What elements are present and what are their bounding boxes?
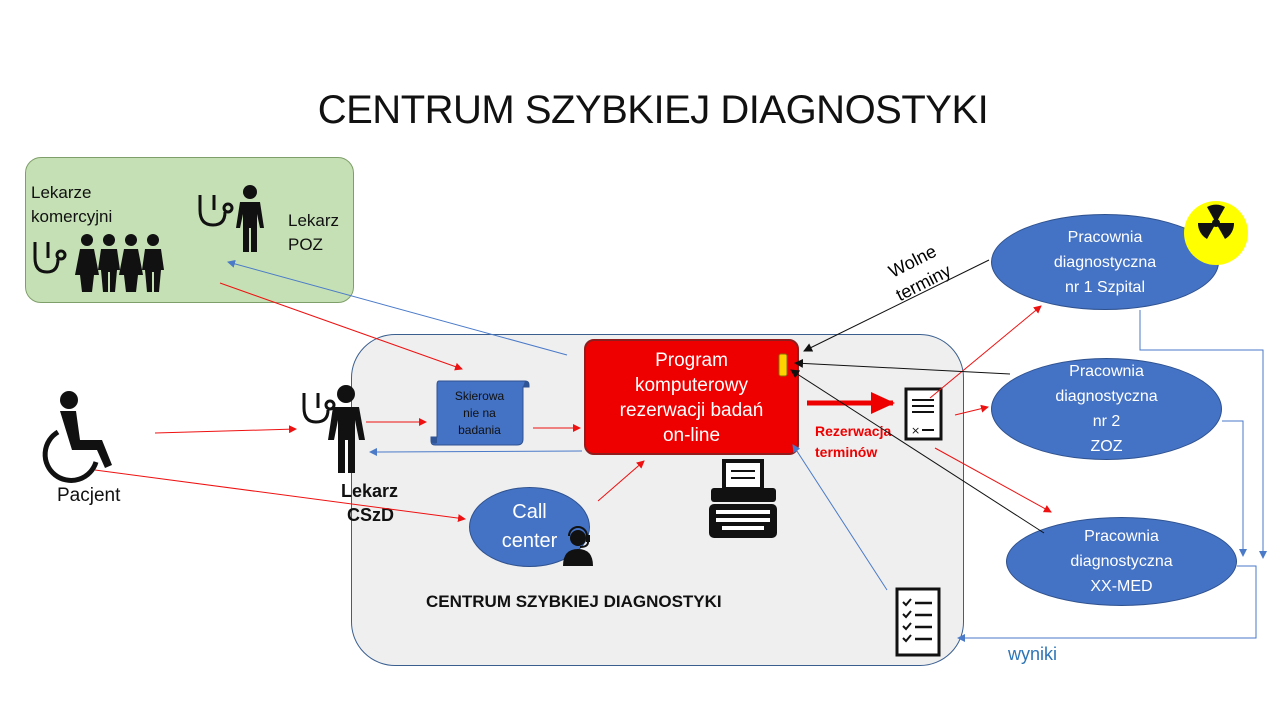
doctor-cszd-line2: CSzD [347, 505, 395, 525]
results-label: wyniki [1008, 644, 1058, 664]
person-icon [75, 234, 164, 292]
stethoscope-icon [198, 195, 234, 227]
lab1-free-slots-arrow [803, 259, 990, 352]
results-to-program-arrow [792, 444, 888, 591]
referral-scroll-shape [430, 380, 530, 446]
stethoscope-icon [302, 393, 336, 424]
lab3-results-arrow [957, 565, 1257, 642]
commercial-doctors-line1: Lekarze [31, 183, 92, 202]
referral-line3: badania [458, 422, 501, 437]
poz-doctor-line2: POZ [288, 235, 323, 254]
typewriter-icon [709, 459, 777, 538]
lab-2-line2: diagnostyczna [1055, 388, 1158, 405]
program-to-doctor-arrow [369, 447, 583, 456]
patient-label: Pacjent [57, 485, 121, 506]
reservation-line1: Rezerwacja [815, 423, 892, 439]
poz-doctor-line1: Lekarz [288, 211, 340, 230]
program-line3: rezerwacji badań [619, 400, 764, 421]
referral-line1: Skierowa [454, 388, 505, 403]
lab-1-line2: diagnostyczna [1053, 253, 1157, 271]
center-label: CENTRUM SZYBKIEJ DIAGNOSTYKI [426, 592, 722, 611]
patient-to-callcenter-arrow [94, 469, 466, 523]
lab-2-line1: Pracownia [1069, 363, 1144, 380]
callcenter-to-program-arrow [597, 460, 645, 502]
lab-1-line3: nr 1 Szpital [1064, 278, 1146, 296]
commercial-doctors-line2: komercyjni [31, 207, 113, 226]
poz-doctor-label: Lekarz POZ [288, 209, 339, 257]
form-document-icon: × [904, 387, 943, 441]
lab-3-ellipse: Pracownia diagnostyczna XX-MED [1006, 517, 1237, 606]
gp-to-referral-arrow [219, 282, 463, 371]
patient-to-doctor-arrow [154, 425, 297, 434]
lab-2-line4: ZOZ [1090, 438, 1123, 455]
form-to-lab3-arrow [934, 447, 1052, 513]
reservation-program-box: Program komputerowy rezerwacji badań on-… [584, 339, 799, 455]
lab-3-line3: XX-MED [1090, 578, 1153, 595]
doctor-cszd-label: Lekarz CSzD [340, 479, 398, 527]
reservation-line2: terminów [815, 444, 878, 460]
doctor-cszd-line1: Lekarz [341, 481, 399, 501]
lab-3-line1: Pracownia [1084, 528, 1159, 545]
call-center-line1: Call [512, 501, 547, 523]
lab-2-line3: nr 2 [1092, 413, 1121, 430]
lab-1-ellipse: Pracownia diagnostyczna nr 1 Szpital [991, 214, 1219, 310]
program-to-doctors-arrow [227, 259, 568, 356]
lab-3-line2: diagnostyczna [1070, 553, 1173, 570]
form-to-lab1-arrow [929, 305, 1042, 399]
lab2-free-slots-arrow [794, 358, 1011, 375]
person-icon [236, 185, 264, 252]
call-center-line2: center [501, 530, 558, 552]
referral-line2: nie na [463, 405, 496, 420]
wheelchair-icon [42, 391, 112, 483]
lab-2-ellipse: Pracownia diagnostyczna nr 2 ZOZ [991, 358, 1222, 460]
lab2-results-arrow [1222, 420, 1247, 557]
program-line1: Program [655, 350, 728, 371]
lab1-results-arrow [1139, 310, 1267, 559]
lab-1-line1: Pracownia [1067, 228, 1143, 246]
svg-text:×: × [911, 424, 920, 437]
commercial-doctors-label: Lekarze komercyjni [31, 181, 112, 229]
referral-label: Skierowa nie na badania [433, 380, 526, 446]
page-title: CENTRUM SZYBKIEJ DIAGNOSTYKI [317, 88, 989, 132]
headset-agent-icon [563, 526, 593, 566]
usb-key-icon [778, 353, 788, 377]
program-line4: on-line [662, 425, 721, 446]
checklist-icon [895, 587, 941, 657]
program-line2: komputerowy [634, 375, 748, 396]
form-to-lab2-arrow [954, 404, 989, 416]
person-icon [328, 385, 365, 473]
referring-doctors-panel [25, 157, 354, 303]
radiation-icon [1184, 201, 1248, 265]
reservation-label: Rezerwacja terminów [815, 421, 891, 463]
stethoscope-icon [33, 242, 67, 274]
lab3-free-slots-arrow [790, 369, 1045, 534]
